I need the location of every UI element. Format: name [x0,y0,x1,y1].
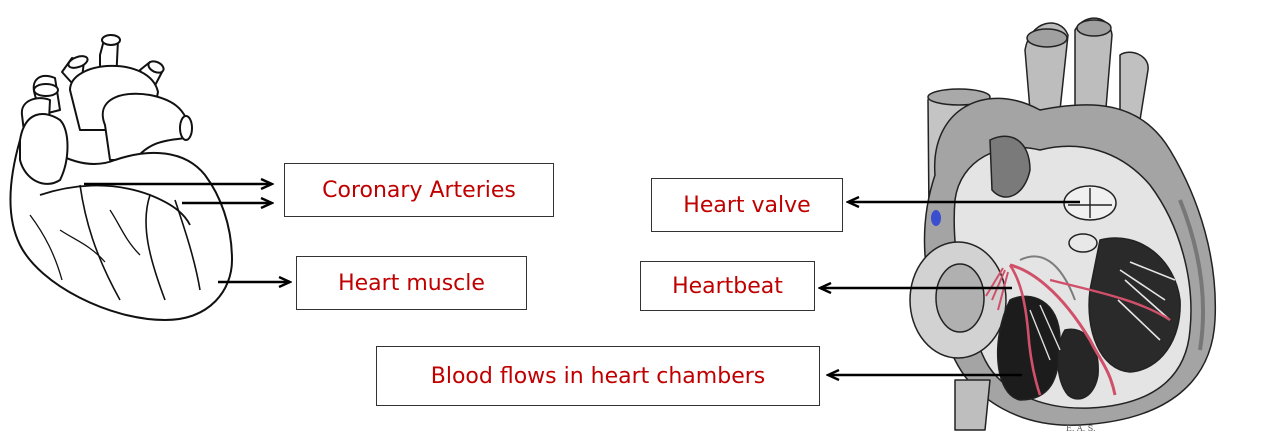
label-heart-muscle: Heart muscle [296,256,527,310]
label-heartbeat-text: Heartbeat [672,274,783,299]
label-heart-muscle-text: Heart muscle [338,271,485,296]
label-coronary-arteries: Coronary Arteries [284,163,554,217]
label-blood-flows-text: Blood flows in heart chambers [431,364,765,389]
illustrator-signature: E. A. S. [1066,424,1096,433]
heart-cross-section-icon [910,18,1215,430]
label-heartbeat: Heartbeat [640,261,815,311]
label-heart-valve-text: Heart valve [683,193,810,218]
heart-outline-icon [11,35,232,320]
label-blood-flows: Blood flows in heart chambers [376,346,820,406]
label-heart-valve: Heart valve [651,178,843,232]
label-coronary-arteries-text: Coronary Arteries [322,178,516,203]
